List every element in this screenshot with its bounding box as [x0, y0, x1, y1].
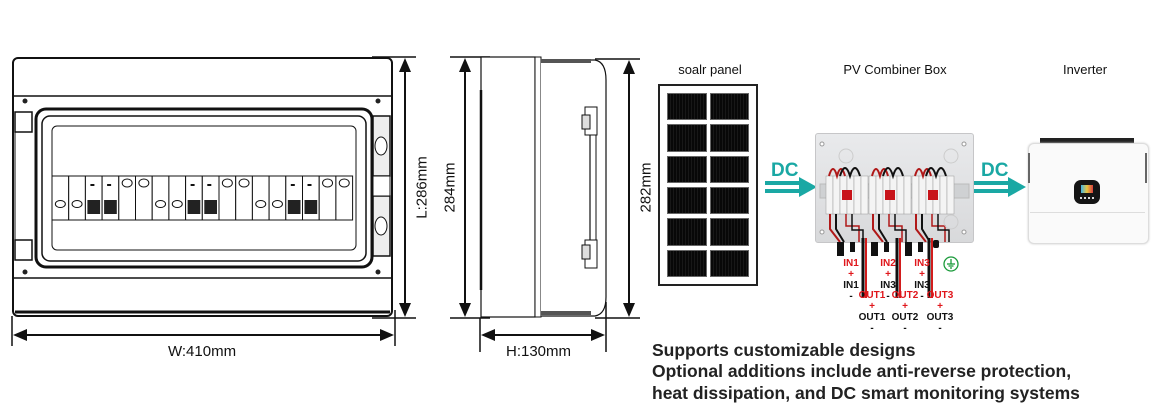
front-view-drawing: W:410mm L:286mm: [0, 0, 440, 370]
inverter-title: Inverter: [1062, 62, 1108, 77]
solar-cell: [667, 155, 707, 184]
output-3-pos-sign: +: [937, 301, 943, 312]
combiner-breaker: [868, 175, 877, 215]
solar-cells-grid: [667, 92, 749, 278]
side-right-height-label: 282mm: [637, 162, 655, 213]
solar-cell: [667, 92, 707, 121]
breaker-module: [151, 175, 170, 221]
input-1-neg: IN1: [843, 280, 859, 291]
combiner-breaker: [875, 175, 884, 215]
input-1-pos-sign: +: [848, 269, 854, 280]
output-3-neg: OUT3: [926, 312, 954, 323]
solar-cell: [667, 124, 707, 152]
ground-symbol-icon: [943, 256, 959, 272]
input-2-neg-sign: -: [886, 291, 890, 302]
solar-cell: [667, 249, 707, 278]
input-2-labels: IN2 + IN3 -: [875, 258, 901, 302]
breaker-module: [268, 175, 287, 221]
input-1-labels: IN1 + IN1 -: [838, 258, 864, 302]
combiner-breaker: [911, 175, 920, 215]
output-wires: [837, 238, 939, 298]
combiner-breaker: [918, 175, 927, 215]
dc-arrow-label-2: DC: [981, 160, 1009, 181]
solar-cell: [709, 249, 749, 278]
combiner-breaker: [853, 175, 862, 215]
solar-cell: [709, 124, 749, 152]
input-2-pos: IN2: [880, 258, 896, 269]
combiner-box-front-outline: [11, 56, 416, 346]
combiner-breaker: [939, 175, 948, 215]
combiner-breaker: [896, 175, 905, 215]
output-2-labels: OUT2 + OUT2 -: [888, 290, 922, 334]
width-dimension-label: W:410mm: [168, 343, 237, 360]
pv-combiner-box-image: [815, 133, 974, 243]
red-breaker-handle: [885, 190, 895, 200]
output-1-labels: OUT1 + OUT1 -: [855, 290, 889, 334]
depth-dimension-label: H:130mm: [506, 343, 572, 360]
output-1-pos: OUT1: [858, 290, 886, 301]
output-1-pos-sign: +: [869, 301, 875, 312]
side-left-height-label: 284mm: [441, 162, 459, 213]
solar-cell: [709, 186, 749, 215]
breaker-module: [168, 175, 187, 221]
combiner-breaker: [946, 175, 955, 215]
output-2-neg: OUT2: [891, 312, 919, 323]
combiner-breaker: [903, 175, 912, 215]
description-line-3: heat dissipation, and DC smart monitorin…: [652, 383, 1080, 403]
solar-panel-title: soalr panel: [678, 62, 742, 77]
output-2-neg-sign: -: [903, 323, 907, 334]
breaker-module: [68, 175, 86, 221]
inverter-display-icon: [1074, 180, 1100, 204]
input-1-neg-sign: -: [849, 291, 853, 302]
output-1-neg-sign: -: [870, 323, 874, 334]
combiner-box-title: PV Combiner Box: [843, 62, 947, 77]
input-3-labels: IN3 + IN3 -: [909, 258, 935, 302]
solar-cell: [667, 186, 707, 215]
description-line-1: Supports customizable designs: [652, 340, 916, 360]
dc-arrow-2-icon: [974, 177, 1026, 197]
breaker-module: [251, 175, 270, 221]
input-3-neg-sign: -: [920, 291, 924, 302]
dc-arrow-1-icon: [765, 177, 817, 197]
combiner-box-side-outline: [450, 56, 640, 352]
input-2-pos-sign: +: [885, 269, 891, 280]
combiner-breaker: [860, 175, 869, 215]
output-2-pos: OUT2: [891, 290, 919, 301]
input-1-pos: IN1: [843, 258, 859, 269]
solar-cell: [709, 92, 749, 121]
combiner-breaker: [832, 175, 841, 215]
description-line-2: Optional additions include anti-reverse …: [652, 361, 1072, 381]
output-2-pos-sign: +: [902, 301, 908, 312]
input-3-pos: IN3: [914, 258, 930, 269]
inverter-image: [1028, 138, 1149, 244]
breaker-module: [51, 175, 70, 221]
breaker-module: [335, 175, 354, 221]
output-3-pos: OUT3: [926, 290, 954, 301]
solar-panel-image: [658, 84, 758, 286]
red-breaker-handle: [928, 190, 938, 200]
output-3-labels: OUT3 + OUT3 -: [923, 290, 957, 334]
solar-cell: [667, 218, 707, 246]
solar-cell: [709, 218, 749, 246]
side-view-drawing: 284mm 282mm H:130mm: [430, 0, 655, 370]
output-3-neg-sign: -: [938, 323, 942, 334]
solar-cell: [709, 155, 749, 184]
combiner-breaker: [825, 175, 834, 215]
input-3-pos-sign: +: [919, 269, 925, 280]
length-dimension-label: L:286mm: [413, 156, 431, 219]
input-3-neg: IN3: [914, 280, 930, 291]
red-breaker-handle: [842, 190, 852, 200]
input-2-neg: IN3: [880, 280, 896, 291]
output-1-neg: OUT1: [858, 312, 886, 323]
dc-arrow-label-1: DC: [771, 160, 799, 181]
